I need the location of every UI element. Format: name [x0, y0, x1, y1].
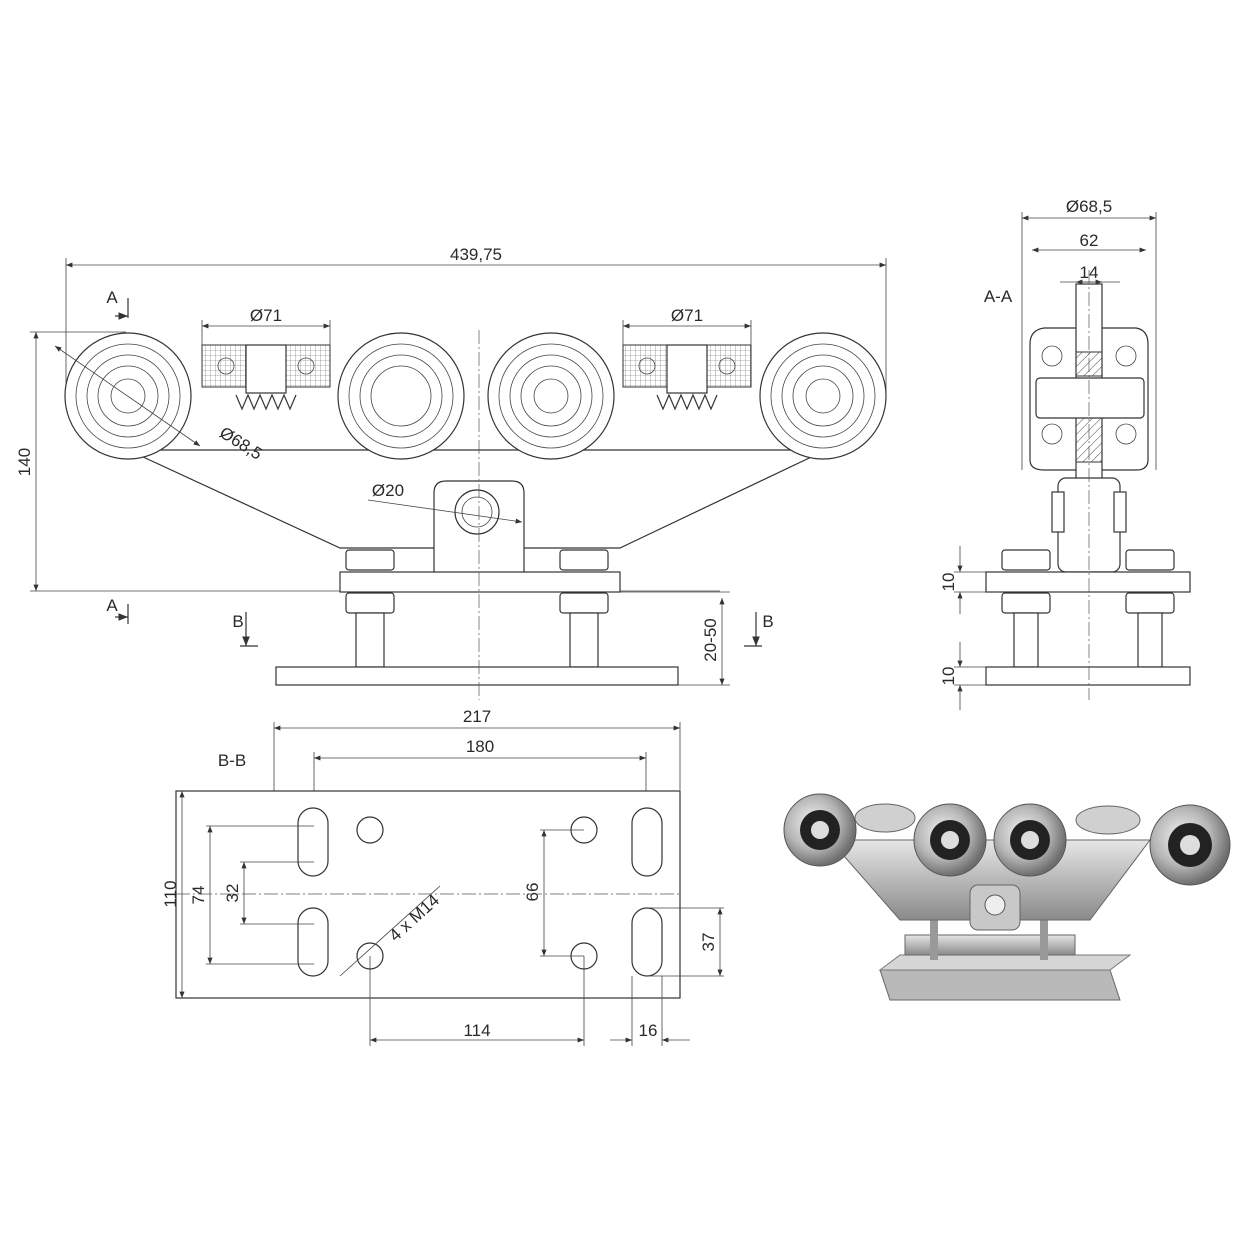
section-a-bottom: A [106, 596, 118, 615]
bb-slot-37: 37 [699, 933, 718, 952]
dim-guide-dia-right: Ø71 [671, 306, 703, 325]
section-b-right: B [762, 612, 773, 631]
bb-slot-32: 32 [223, 884, 242, 903]
guide-roller-right: Ø71 [622, 306, 752, 411]
dim-pin-dia: Ø20 [372, 481, 404, 500]
nut-left-top [345, 549, 395, 571]
nut-right-top [559, 549, 609, 571]
view-aa-label: A-A [984, 287, 1013, 306]
aa-roller-dia: Ø68,5 [1066, 197, 1112, 216]
slot-top-left [297, 807, 329, 877]
bb-spacing-114: 114 [463, 1021, 490, 1040]
roller-4 [759, 332, 887, 460]
bb-spacing-180: 180 [466, 737, 494, 756]
product-render [783, 793, 1231, 1001]
aa-plate-10-bottom: 10 [939, 667, 958, 686]
roller-2 [337, 332, 465, 460]
bb-width-217: 217 [463, 707, 491, 726]
slot-top-right [631, 807, 663, 877]
dim-overall-length: 439,75 [450, 245, 502, 264]
slot-bottom-left [297, 907, 329, 977]
front-view: 439,75 140 A A [15, 245, 887, 700]
section-b-left: B [232, 612, 243, 631]
view-bb-label: B-B [218, 751, 246, 770]
slot-bottom-right [631, 907, 663, 977]
dim-guide-dia-left: Ø71 [250, 306, 282, 325]
bb-spacing-66: 66 [523, 883, 542, 902]
roller-3 [487, 332, 615, 460]
stud-right [569, 612, 599, 668]
dim-line-pin [367, 499, 523, 524]
section-a-top: A [106, 288, 118, 307]
dim-line-roller [54, 345, 201, 447]
nut-left-bottom [345, 592, 395, 614]
bb-height-110: 110 [161, 880, 180, 907]
aa-plate-10-top: 10 [939, 573, 958, 592]
section-aa-view: A-A Ø68,5 62 14 10 [939, 197, 1191, 710]
bb-slot-74: 74 [189, 886, 208, 905]
adjust-plate [339, 571, 621, 593]
stud-left [355, 612, 385, 668]
dim-adjust: 20-50 [701, 618, 720, 661]
aa-width-62: 62 [1080, 231, 1099, 250]
nut-right-bottom [559, 592, 609, 614]
hole-top-left [356, 816, 384, 844]
section-bb-view: B-B 217 180 110 74 32 4 x M14 [161, 707, 724, 1046]
base-plate [275, 666, 679, 686]
guide-roller-left: Ø71 [201, 306, 331, 411]
dim-height: 140 [15, 448, 34, 476]
bb-slot-16: 16 [639, 1021, 658, 1040]
